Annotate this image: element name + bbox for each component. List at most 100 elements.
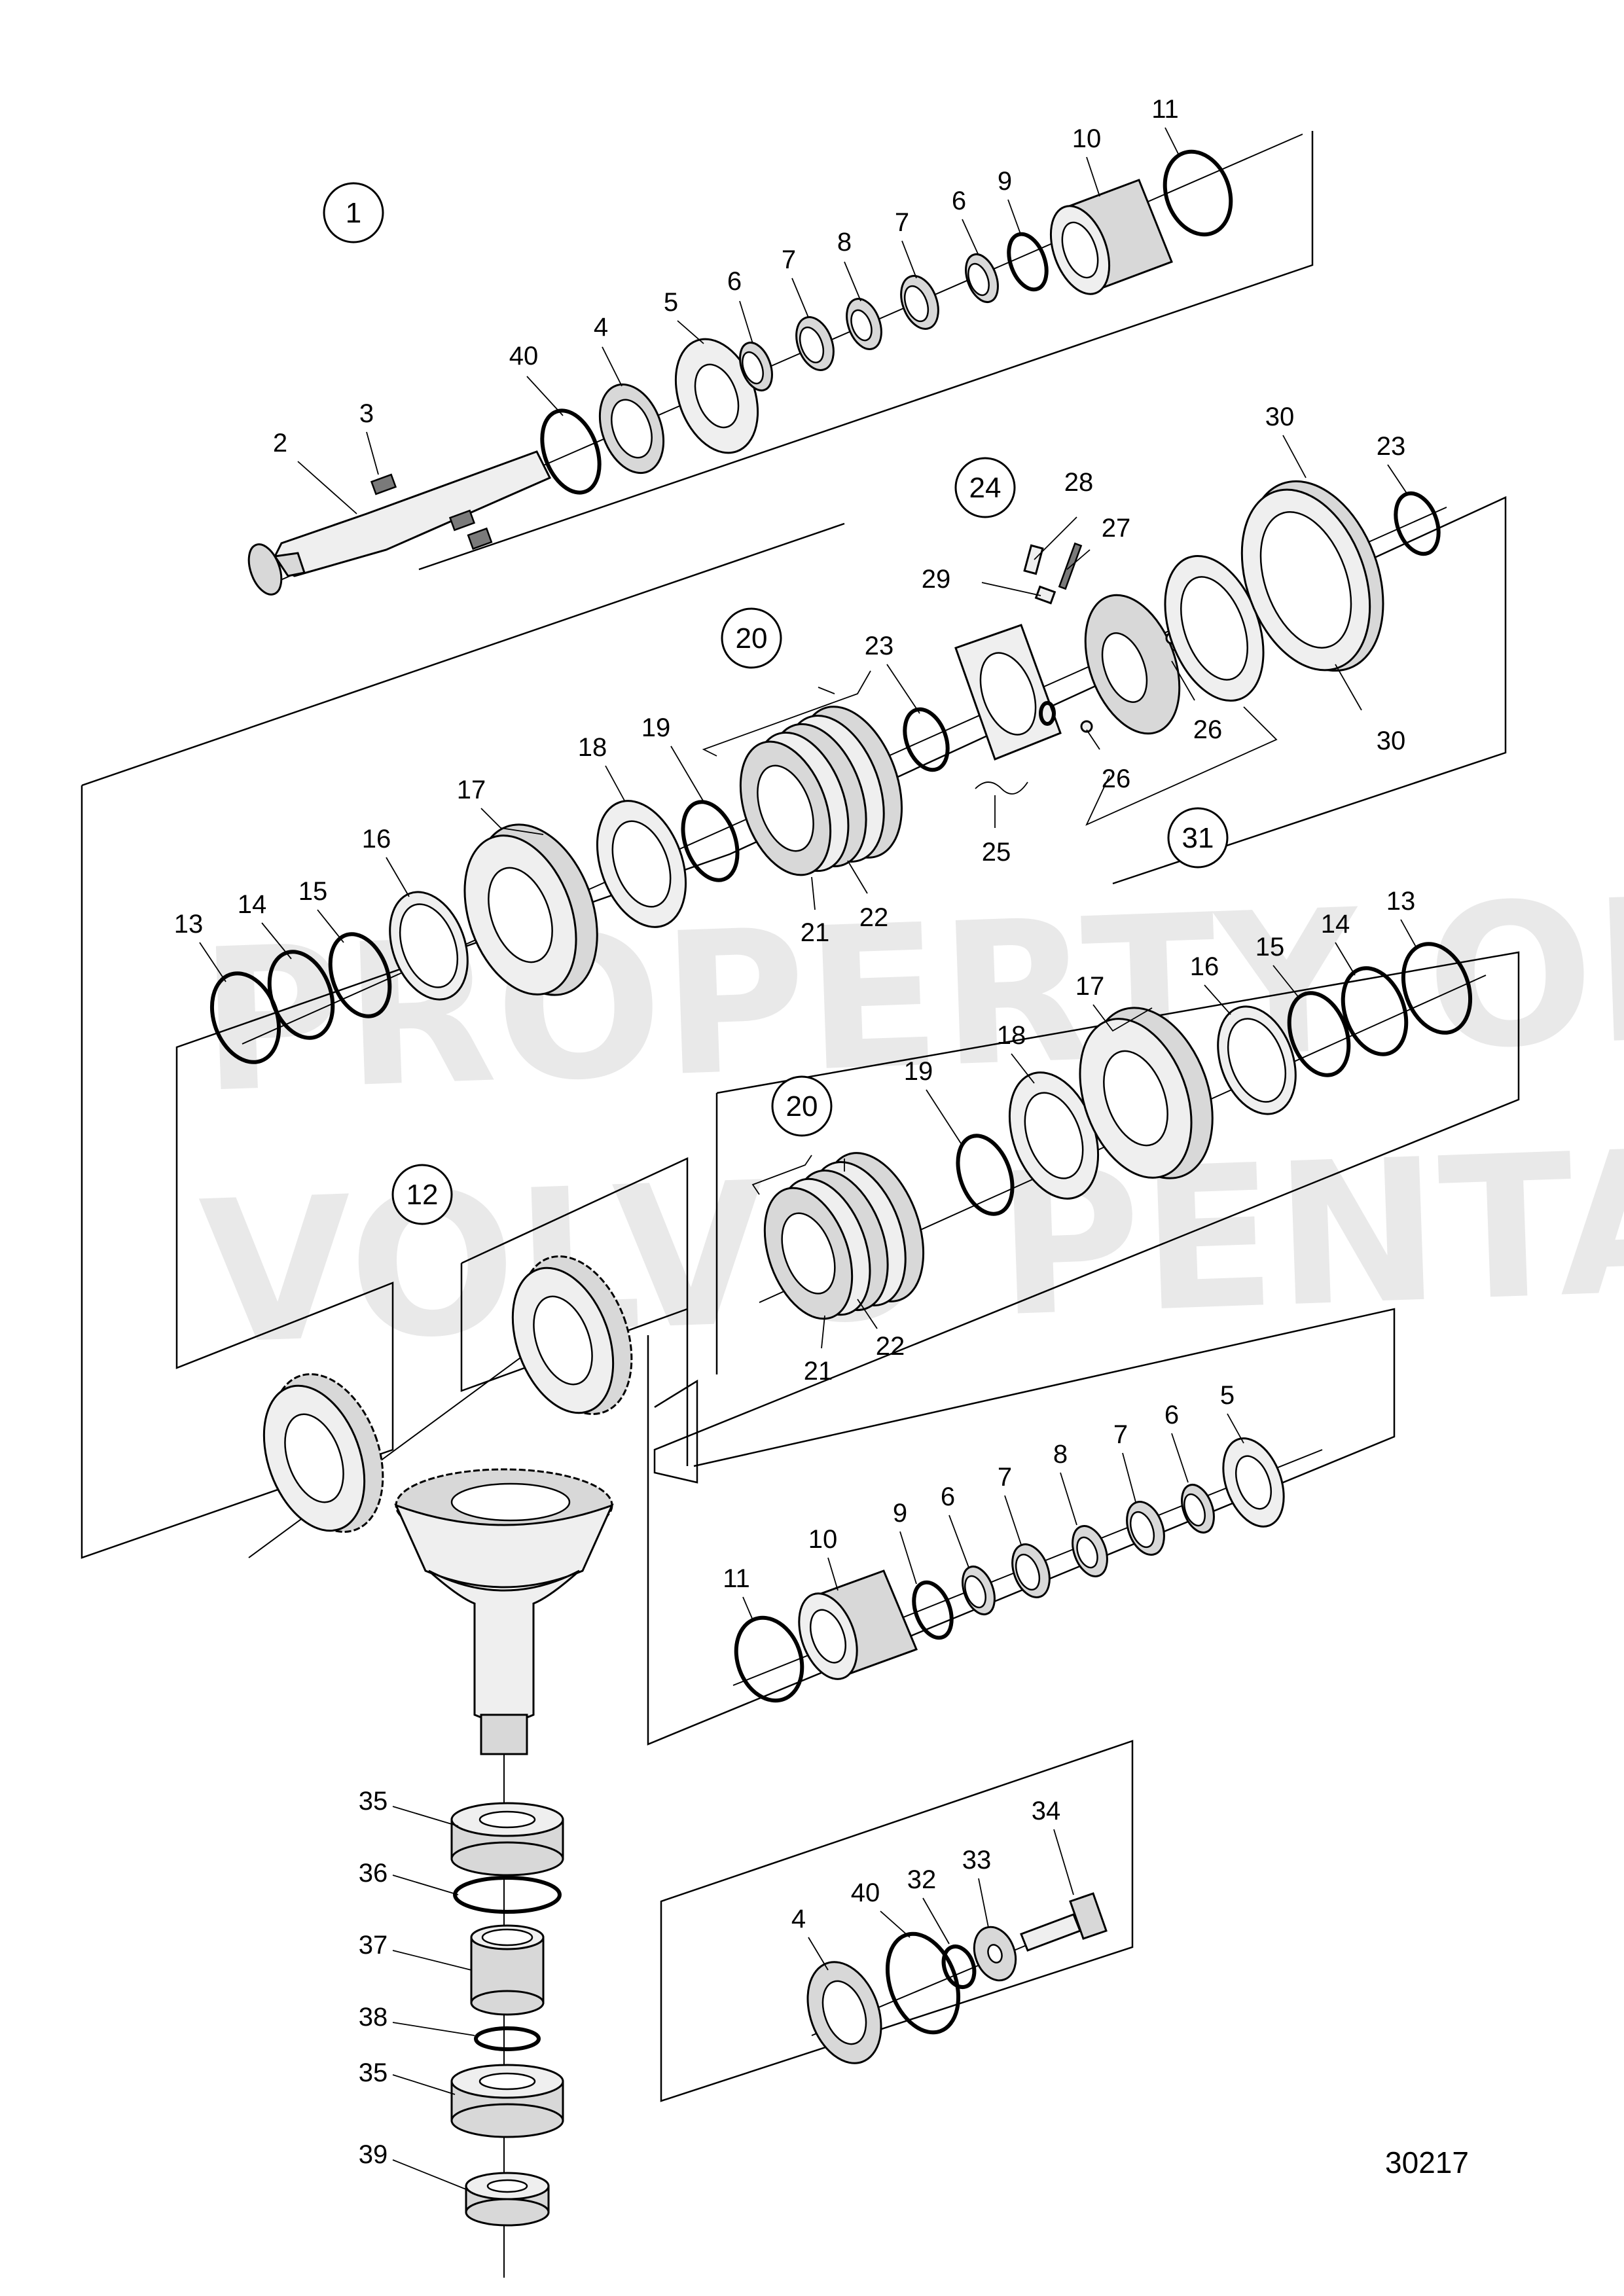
frame-lower bbox=[647, 1308, 1396, 1746]
washer-5-low bbox=[1222, 1437, 1285, 1528]
callout-assembly-31: 31 bbox=[1167, 807, 1229, 869]
part-label: 26 bbox=[1193, 715, 1223, 744]
part-label: 38 bbox=[359, 2003, 388, 2032]
part-label: 39 bbox=[359, 2140, 388, 2169]
clutch-group-middle bbox=[209, 480, 1441, 1064]
part-label: 17 bbox=[457, 776, 486, 804]
thrust-washer-17-right bbox=[1079, 1007, 1214, 1179]
part-label: 11 bbox=[723, 1564, 750, 1593]
oring-40-top bbox=[540, 408, 602, 495]
ring-23-mid-a bbox=[903, 707, 950, 772]
part-label: 10 bbox=[808, 1525, 838, 1554]
part-label: 21 bbox=[801, 918, 830, 947]
part-label: 5 bbox=[664, 288, 678, 317]
ring-9-top bbox=[1007, 232, 1049, 292]
part-label: 9 bbox=[893, 1499, 907, 1528]
part-label: 40 bbox=[851, 1878, 880, 1907]
callout-assembly-20-mid: 20 bbox=[771, 1075, 833, 1137]
part-label: 32 bbox=[907, 1865, 937, 1894]
washer-16-right bbox=[1217, 1005, 1297, 1115]
frame-top bbox=[418, 131, 1314, 571]
part-label: 22 bbox=[859, 903, 889, 932]
part-label: 7 bbox=[782, 245, 796, 274]
drawing-number: 30217 bbox=[1385, 2145, 1469, 2179]
pin-28 bbox=[1023, 544, 1044, 575]
part-label: 36 bbox=[359, 1859, 388, 1888]
part-label: 4 bbox=[594, 313, 608, 342]
bushing-6-low-a bbox=[962, 1566, 996, 1615]
frame-middle-top bbox=[81, 522, 845, 787]
clutch-discs-right bbox=[763, 1152, 925, 1320]
input-shaft-group bbox=[247, 149, 1233, 596]
washer-5-top bbox=[674, 338, 759, 454]
bearing-18-mid bbox=[596, 800, 687, 928]
clutch-group-right bbox=[763, 942, 1473, 1320]
part-label: 28 bbox=[1064, 468, 1094, 497]
frame-lines bbox=[81, 131, 1520, 2102]
bevel-gear-output-shaft bbox=[394, 1468, 614, 1755]
frame-bottom bbox=[660, 1740, 1134, 2102]
part-label: 7 bbox=[998, 1463, 1012, 1492]
callout-assembly-1: 1 bbox=[323, 182, 384, 243]
part-label: 21 bbox=[804, 1357, 833, 1386]
frame-right-mid bbox=[653, 951, 1520, 1484]
svg-text:24: 24 bbox=[969, 472, 1001, 504]
spacer-37 bbox=[470, 1924, 545, 2016]
bearing-35-lower bbox=[450, 2064, 564, 2138]
part-label: 23 bbox=[865, 632, 894, 660]
gear-right bbox=[511, 1255, 633, 1415]
bearing-7-low-a bbox=[1011, 1543, 1051, 1598]
svg-text:20: 20 bbox=[736, 622, 768, 655]
bushing-6-top-b bbox=[965, 253, 999, 303]
callout-assembly-12: 12 bbox=[391, 1164, 453, 1225]
part-label: 15 bbox=[1255, 933, 1285, 961]
vertical-stack bbox=[450, 1802, 564, 2227]
part-label: 14 bbox=[1321, 910, 1350, 939]
gear-group bbox=[262, 1255, 633, 1755]
part-label: 33 bbox=[962, 1846, 992, 1874]
part-label: 11 bbox=[1151, 95, 1179, 124]
part-label: 37 bbox=[359, 1931, 388, 1960]
part-label: 30 bbox=[1377, 726, 1406, 755]
bushing-6-low-b bbox=[1181, 1484, 1215, 1534]
part-label: 19 bbox=[904, 1057, 933, 1086]
part-label: 25 bbox=[982, 838, 1011, 867]
part-label: 22 bbox=[876, 1332, 905, 1361]
ring-15-right bbox=[1287, 991, 1351, 1077]
bearing-7-top-a bbox=[795, 316, 835, 371]
shim-38 bbox=[474, 2026, 541, 2051]
sleeve-8-top bbox=[846, 298, 882, 350]
bottom-group bbox=[806, 1892, 1108, 2064]
part-label: 8 bbox=[837, 228, 852, 257]
nut-39 bbox=[465, 2172, 550, 2227]
part-label: 16 bbox=[362, 825, 391, 853]
svg-text:31: 31 bbox=[1182, 822, 1214, 854]
part-label: 34 bbox=[1032, 1797, 1061, 1825]
part-label: 18 bbox=[578, 733, 607, 762]
callout-assembly-20-top: 20 bbox=[721, 607, 782, 669]
output-shaft-group bbox=[734, 1437, 1285, 1703]
plunger-29 bbox=[1034, 585, 1056, 605]
part-label: 35 bbox=[359, 2058, 388, 2087]
ring-32 bbox=[941, 1945, 977, 1989]
part-label: 8 bbox=[1053, 1440, 1068, 1469]
svg-text:12: 12 bbox=[406, 1179, 439, 1211]
synchro-ring-30 bbox=[1240, 480, 1384, 672]
part-label: 35 bbox=[359, 1787, 388, 1816]
part-label: 4 bbox=[791, 1905, 806, 1933]
part-label: 3 bbox=[359, 399, 374, 428]
bearing-7-low-b bbox=[1126, 1501, 1165, 1556]
part-label: 29 bbox=[922, 565, 951, 594]
clutch-discs-mid bbox=[739, 706, 903, 876]
part-label: 40 bbox=[509, 342, 539, 370]
frame-gear bbox=[461, 1157, 689, 1466]
bearing-4-top bbox=[598, 383, 665, 475]
part-labels: 2 3 40 4 5 6 7 8 7 6 9 10 11 28 27 29 23… bbox=[174, 95, 1416, 2169]
leader-lines bbox=[199, 127, 1418, 2190]
part-label: 30 bbox=[1265, 403, 1295, 431]
bearing-18-right bbox=[1008, 1071, 1100, 1200]
part-label: 6 bbox=[1164, 1401, 1179, 1429]
bolt-34 bbox=[1020, 1892, 1108, 1952]
gear-hub-10-low bbox=[798, 1570, 918, 1680]
